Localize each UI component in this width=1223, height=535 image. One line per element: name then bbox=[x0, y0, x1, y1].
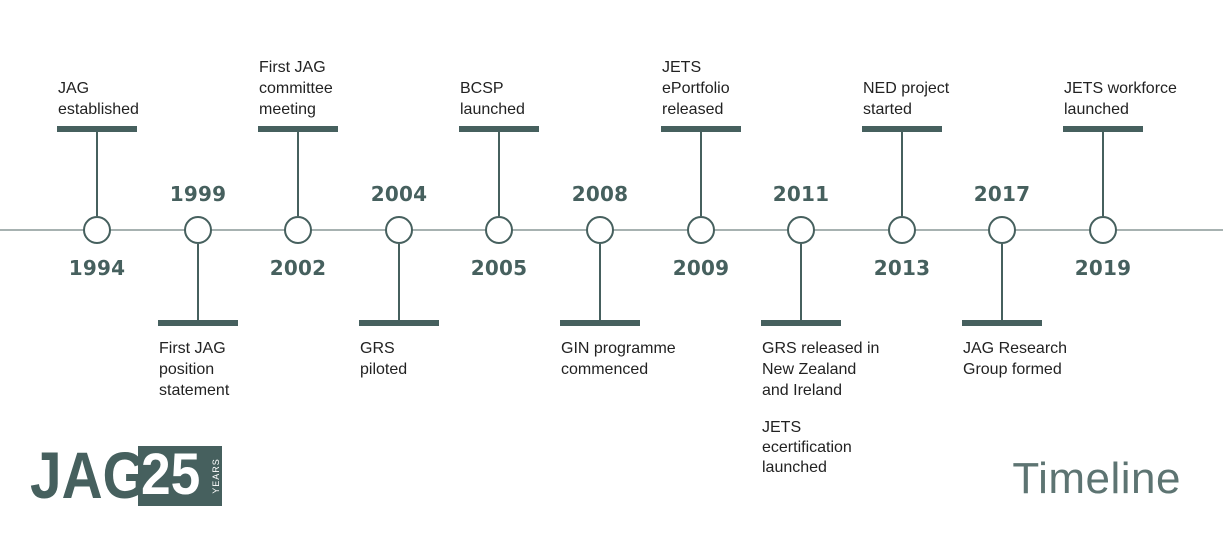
page-title: Timeline bbox=[1012, 454, 1181, 503]
event-year: 2004 bbox=[370, 182, 428, 206]
event-stem bbox=[901, 129, 903, 216]
event-node bbox=[485, 216, 513, 244]
event-year: 2005 bbox=[470, 256, 528, 280]
event-stem bbox=[197, 244, 199, 322]
logo-years-text: YEARS bbox=[211, 458, 221, 494]
event-bar bbox=[158, 320, 238, 326]
event-bar bbox=[761, 320, 841, 326]
event-node bbox=[184, 216, 212, 244]
event-node bbox=[284, 216, 312, 244]
event-year: 2019 bbox=[1074, 256, 1132, 280]
event-label: JETS workforce launched bbox=[1064, 80, 1177, 118]
event-stem bbox=[1102, 129, 1104, 216]
event-bar bbox=[359, 320, 439, 326]
event-stem bbox=[599, 244, 601, 322]
event-stem bbox=[498, 129, 500, 216]
event-year: 2002 bbox=[269, 256, 327, 280]
event-node bbox=[586, 216, 614, 244]
event-label: GRS piloted bbox=[360, 340, 408, 378]
event-bar bbox=[1063, 126, 1143, 132]
event-node bbox=[888, 216, 916, 244]
event-node bbox=[687, 216, 715, 244]
event-stem bbox=[1001, 244, 1003, 322]
event-label: First JAG committee meeting bbox=[259, 59, 333, 118]
event-label-secondary: JETS ecertification launched bbox=[762, 419, 852, 476]
logo-number-box: 25 YEARS bbox=[138, 442, 222, 507]
event-label: GRS released in New Zealand and Ireland bbox=[762, 340, 880, 399]
event-stem bbox=[700, 129, 702, 216]
event-bar bbox=[57, 126, 137, 132]
event-year: 2011 bbox=[772, 182, 830, 206]
event-bar bbox=[962, 320, 1042, 326]
event-bar bbox=[862, 126, 942, 132]
event-year: 1994 bbox=[68, 256, 126, 280]
event-bar bbox=[258, 126, 338, 132]
event-node bbox=[787, 216, 815, 244]
event-year: 2013 bbox=[873, 256, 931, 280]
event-year: 2008 bbox=[571, 182, 629, 206]
event-node bbox=[83, 216, 111, 244]
event-bar bbox=[661, 126, 741, 132]
event-stem bbox=[297, 129, 299, 216]
event-node bbox=[385, 216, 413, 244]
logo-number: 25 bbox=[141, 442, 201, 507]
event-label: JETS ePortfolio released bbox=[662, 59, 730, 118]
event-node bbox=[988, 216, 1016, 244]
event-label: First JAG position statement bbox=[159, 340, 230, 399]
event-label: BCSP launched bbox=[460, 80, 525, 118]
event-label: JAG Research Group formed bbox=[963, 340, 1068, 378]
event-bar bbox=[459, 126, 539, 132]
event-year: 2009 bbox=[672, 256, 730, 280]
event-year: 2017 bbox=[973, 182, 1031, 206]
event-label: NED project started bbox=[863, 80, 950, 118]
event-stem bbox=[96, 129, 98, 216]
event-label: JAG established bbox=[58, 80, 139, 118]
event-node bbox=[1089, 216, 1117, 244]
event-bar bbox=[560, 320, 640, 326]
event-stem bbox=[398, 244, 400, 322]
event-label: GIN programme commenced bbox=[561, 340, 676, 378]
event-stem bbox=[800, 244, 802, 322]
logo-jag-text: JAG bbox=[30, 438, 147, 512]
event-year: 1999 bbox=[169, 182, 227, 206]
